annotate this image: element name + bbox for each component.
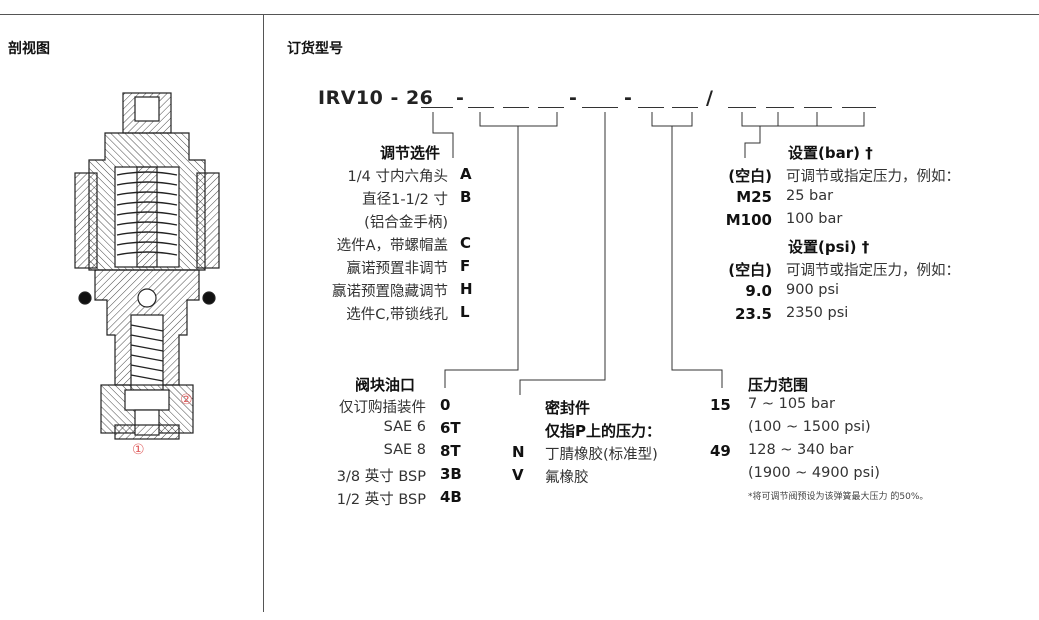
list-item: 49 128 ~ 340 bar (710, 442, 854, 460)
list-item: SAE 8 8T (383, 442, 461, 460)
ordering-code-title: 订货型号 (287, 41, 343, 57)
list-item: (铝合金手柄) (364, 215, 448, 231)
column-divider (263, 14, 264, 612)
list-item: 仅订购插装件 0 (339, 396, 451, 416)
code-slot-setting-2 (766, 107, 794, 108)
list-item: 赢诺预置隐藏调节 H (332, 280, 473, 300)
code-slot-setting-4 (842, 107, 876, 108)
separator-slash: / (706, 87, 713, 109)
list-item: (空白) 可调节或指定压力，例如： (728, 167, 960, 185)
code-slot-setting-1 (728, 107, 756, 108)
seals-list: N 丁腈橡胶(标准型) V 氟橡胶 (512, 443, 712, 489)
pressure-range-title: 压力范围 (748, 376, 809, 394)
list-item: M100 100 bar (725, 211, 843, 229)
list-item: M25 25 bar (736, 188, 834, 206)
code-slot-pressure-1 (638, 107, 664, 108)
setting-psi-title: 设置(psi) † (788, 238, 870, 256)
top-rule (0, 14, 1039, 15)
list-item: (空白) 可调节或指定压力，例如： (728, 261, 960, 279)
pressure-range-list: 15 7 ~ 105 bar (100 ~ 1500 psi) 49 128 ~… (710, 396, 1000, 488)
list-item: 1/2 英寸 BSP 4B (336, 488, 462, 508)
port-1-marker: ① (132, 442, 145, 458)
seals-title: 密封件 (545, 399, 591, 417)
list-item: N 丁腈橡胶(标准型) (512, 443, 658, 463)
list-item: SAE 6 6T (383, 419, 461, 437)
setting-bar-title: 设置(bar) † (788, 144, 873, 162)
code-slot-pressure-2 (672, 107, 698, 108)
list-item: 选件C,带锁线孔 L (346, 303, 470, 323)
adjust-option-list: 1/4 寸内六角头 A 直径1-1/2 寸 B (铝合金手柄) 选件A，带螺帽盖… (290, 165, 490, 326)
list-item: 9.0 900 psi (745, 282, 840, 300)
list-item: 1/4 寸内六角头 A (347, 165, 472, 185)
separator-1: - (456, 87, 464, 109)
list-item: V 氟橡胶 (512, 466, 589, 486)
code-slot-adjust (421, 107, 453, 108)
seals-subtitle: 仅指P上的压力： (545, 422, 661, 440)
list-item: 直径1-1/2 寸 B (362, 188, 472, 208)
separator-2: - (569, 87, 577, 109)
code-slot-body-2 (503, 107, 529, 108)
separator-3: - (624, 87, 632, 109)
list-item: 3/8 英寸 BSP 3B (336, 465, 462, 485)
code-slot-setting-3 (804, 107, 832, 108)
list-item: 选件A，带螺帽盖 C (336, 234, 472, 254)
adjust-option-title: 调节选件 (380, 144, 441, 162)
model-prefix: IRV10 - 26 (318, 87, 434, 109)
list-item: 赢诺预置非调节 F (346, 257, 471, 277)
body-port-list: 仅订购插装件 0 SAE 6 6T SAE 8 8T 3/8 英寸 BSP 3B… (292, 396, 492, 511)
pressure-footnote: *将可调节阀预设为该弹簧最大压力 的50%。 (748, 492, 929, 502)
code-slot-body-3 (538, 107, 564, 108)
port-2-marker: ② (180, 392, 193, 408)
list-item: 23.5 2350 psi (734, 305, 849, 323)
body-port-title: 阀块油口 (355, 376, 416, 394)
cross-section-drawing (74, 92, 220, 440)
code-slot-body-1 (468, 107, 494, 108)
setting-psi-list: (空白) 可调节或指定压力，例如： 9.0 900 psi 23.5 2350 … (700, 259, 1030, 328)
cross-section-title: 剖视图 (8, 41, 50, 57)
list-item: (100 ~ 1500 psi) (748, 419, 871, 435)
code-slot-seal (582, 107, 618, 108)
list-item: 15 7 ~ 105 bar (710, 396, 835, 414)
list-item: (1900 ~ 4900 psi) (748, 465, 880, 481)
setting-bar-list: (空白) 可调节或指定压力，例如： M25 25 bar M100 100 ba… (700, 165, 1030, 234)
